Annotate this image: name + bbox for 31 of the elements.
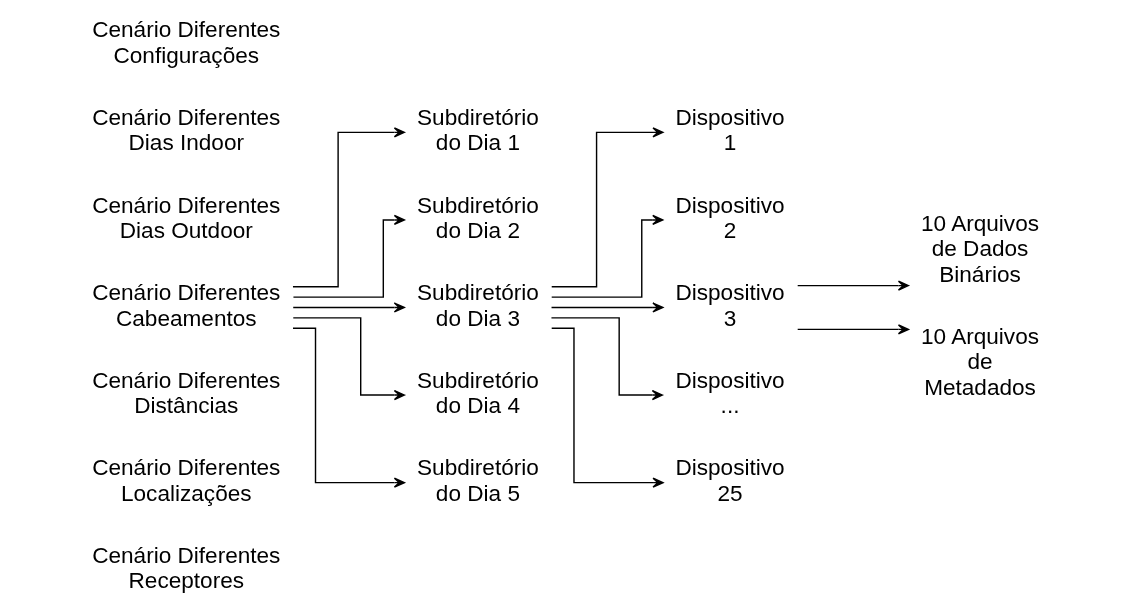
node-text: Subdiretório do Dia 1 [416,105,539,156]
arrow [292,317,405,401]
arrow [796,280,909,291]
node-text: Cenário Diferentes Dias Outdoor [91,192,280,244]
node-text: Cenário Diferentes Cabeamentos [91,280,280,331]
arrow [550,214,663,298]
node-text: Subdiretório do Dia 5 [416,455,539,506]
node-text: Cenário Diferentes Localizações [91,455,280,506]
node-text: Dispositivo ... [674,367,785,419]
node-text: Cenário Diferentes Receptores [91,542,280,594]
node-text: Subdiretório do Dia 2 [416,192,539,244]
arrow [291,327,405,488]
arrow [550,127,664,288]
node-text: 10 Arquivos de Dados Binários [920,210,1039,287]
node-text: Dispositivo 1 [674,105,785,156]
node-text: Cenário Diferentes Distâncias [91,367,280,419]
node-text: Dispositivo 2 [674,192,785,244]
arrow [292,302,405,313]
node-text: Cenário Diferentes Dias Indoor [91,105,280,156]
node-text: Subdiretório do Dia 4 [416,367,539,419]
arrow [550,302,663,313]
arrow [292,214,405,298]
arrow [796,324,909,335]
node-text: Subdiretório do Dia 3 [416,280,539,331]
arrow [291,127,405,288]
node-text: 10 Arquivos de Metadados [920,323,1039,400]
arrow [550,317,663,401]
node-text: Dispositivo 3 [674,280,785,331]
node-text: Cenário Diferentes Configurações [91,17,280,68]
arrow [550,327,664,488]
node-text: Dispositivo 25 [674,455,785,506]
